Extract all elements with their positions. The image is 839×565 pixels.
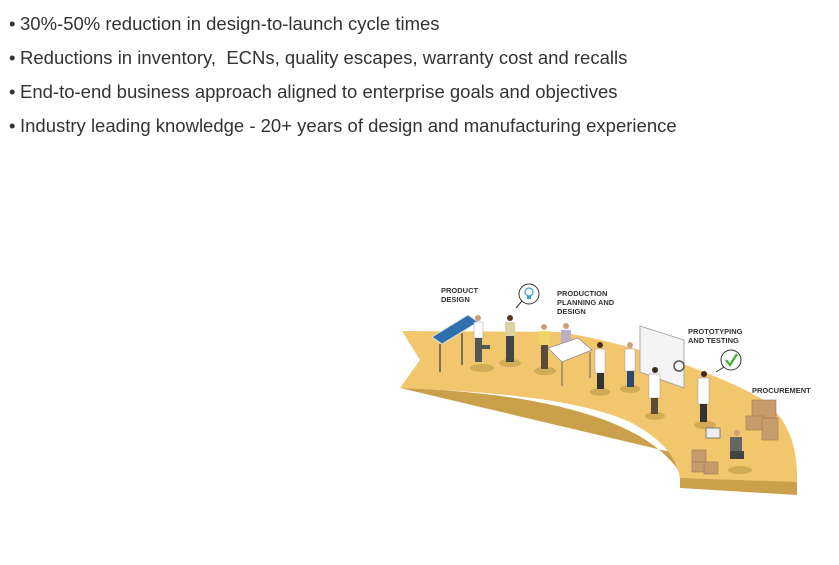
person-scientist (594, 342, 606, 389)
person-tester (697, 371, 710, 422)
path-arrow (400, 331, 798, 482)
bullet-icon: • (9, 47, 16, 68)
person-scientist (624, 342, 636, 387)
lightbulb-icon (515, 283, 540, 309)
checkmark-icon (715, 349, 742, 373)
boxes (691, 399, 779, 475)
bullet-icon: • (9, 13, 16, 34)
person-woman (561, 323, 571, 344)
bullet-icon: • (9, 115, 16, 136)
person-planner (539, 324, 550, 369)
benefit-item: •Industry leading knowledge - 20+ years … (9, 115, 677, 136)
benefit-item: •Reductions in inventory, ECNs, quality … (9, 47, 628, 68)
benefits-list: •30%-50% reduction in design-to-launch c… (9, 12, 677, 148)
person-scientist (648, 367, 661, 414)
bullet-icon: • (9, 81, 16, 102)
benefit-item: •End-to-end business approach aligned to… (9, 81, 618, 102)
whiteboard (639, 325, 685, 389)
person-buyer (730, 430, 744, 459)
planning-table (547, 337, 593, 363)
magnifier-icon (673, 360, 685, 372)
stage-label-procurement: PROCUREMENT (752, 386, 811, 395)
person-designer (473, 315, 490, 362)
person-engineer (505, 315, 515, 362)
people (473, 315, 779, 475)
benefit-item: •30%-50% reduction in design-to-launch c… (9, 13, 440, 34)
computer-monitor (705, 427, 721, 439)
